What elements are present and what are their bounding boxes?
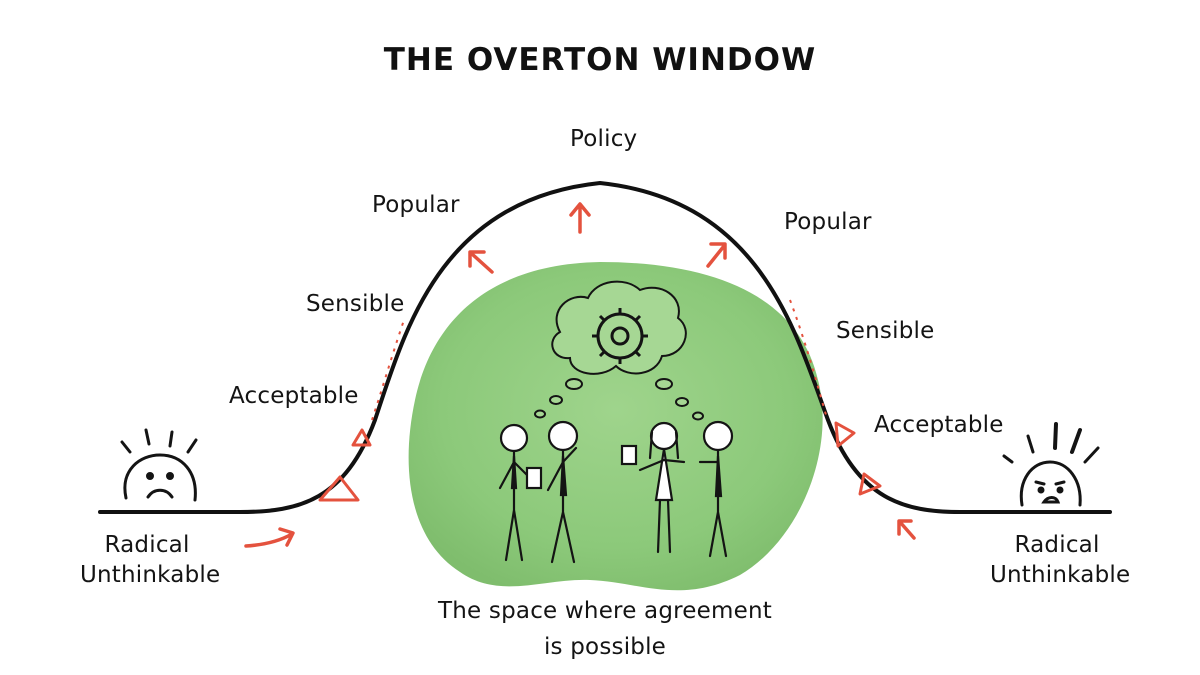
up-left-arrow-icon	[468, 250, 494, 274]
caption-line2: is possible	[543, 634, 667, 660]
up-arrow-icon	[569, 202, 591, 234]
label-sensible-left: Sensible	[306, 291, 405, 317]
label-radical-right-line1: Radical	[1014, 532, 1100, 558]
up-left-arrow-icon-right	[897, 519, 916, 540]
page-title: THE OVERTON WINDOW	[383, 42, 817, 78]
right-arrow-icon	[244, 527, 295, 548]
scared-face-icon	[1002, 422, 1100, 507]
label-unthinkable-left: Unthinkable	[80, 562, 221, 588]
label-radical-left-line1: Radical	[104, 532, 190, 558]
label-policy: Policy	[570, 126, 638, 152]
label-sensible-right: Sensible	[836, 318, 935, 344]
caption-line1: The space where agreement	[438, 598, 772, 624]
label-unthinkable-right: Unthinkable	[990, 562, 1131, 588]
up-right-arrow-icon	[706, 242, 727, 268]
label-acceptable-right: Acceptable	[874, 412, 1004, 438]
worried-face-icon	[120, 428, 198, 502]
stick-figures	[498, 420, 734, 564]
label-popular-right: Popular	[784, 209, 872, 235]
gear-thought-icon	[534, 280, 704, 421]
label-acceptable-left: Acceptable	[229, 383, 359, 409]
caption: The space where agreement is possible	[420, 593, 790, 665]
warning-triangle-icon	[318, 421, 882, 502]
agreement-blob	[408, 262, 823, 591]
label-radical-left: Radical Unthinkable	[80, 532, 221, 588]
bell-curve	[98, 180, 1112, 514]
label-popular-left: Popular	[372, 192, 460, 218]
label-radical-right: Radical Unthinkable	[990, 532, 1131, 588]
red-dotted-hints	[371, 299, 827, 421]
